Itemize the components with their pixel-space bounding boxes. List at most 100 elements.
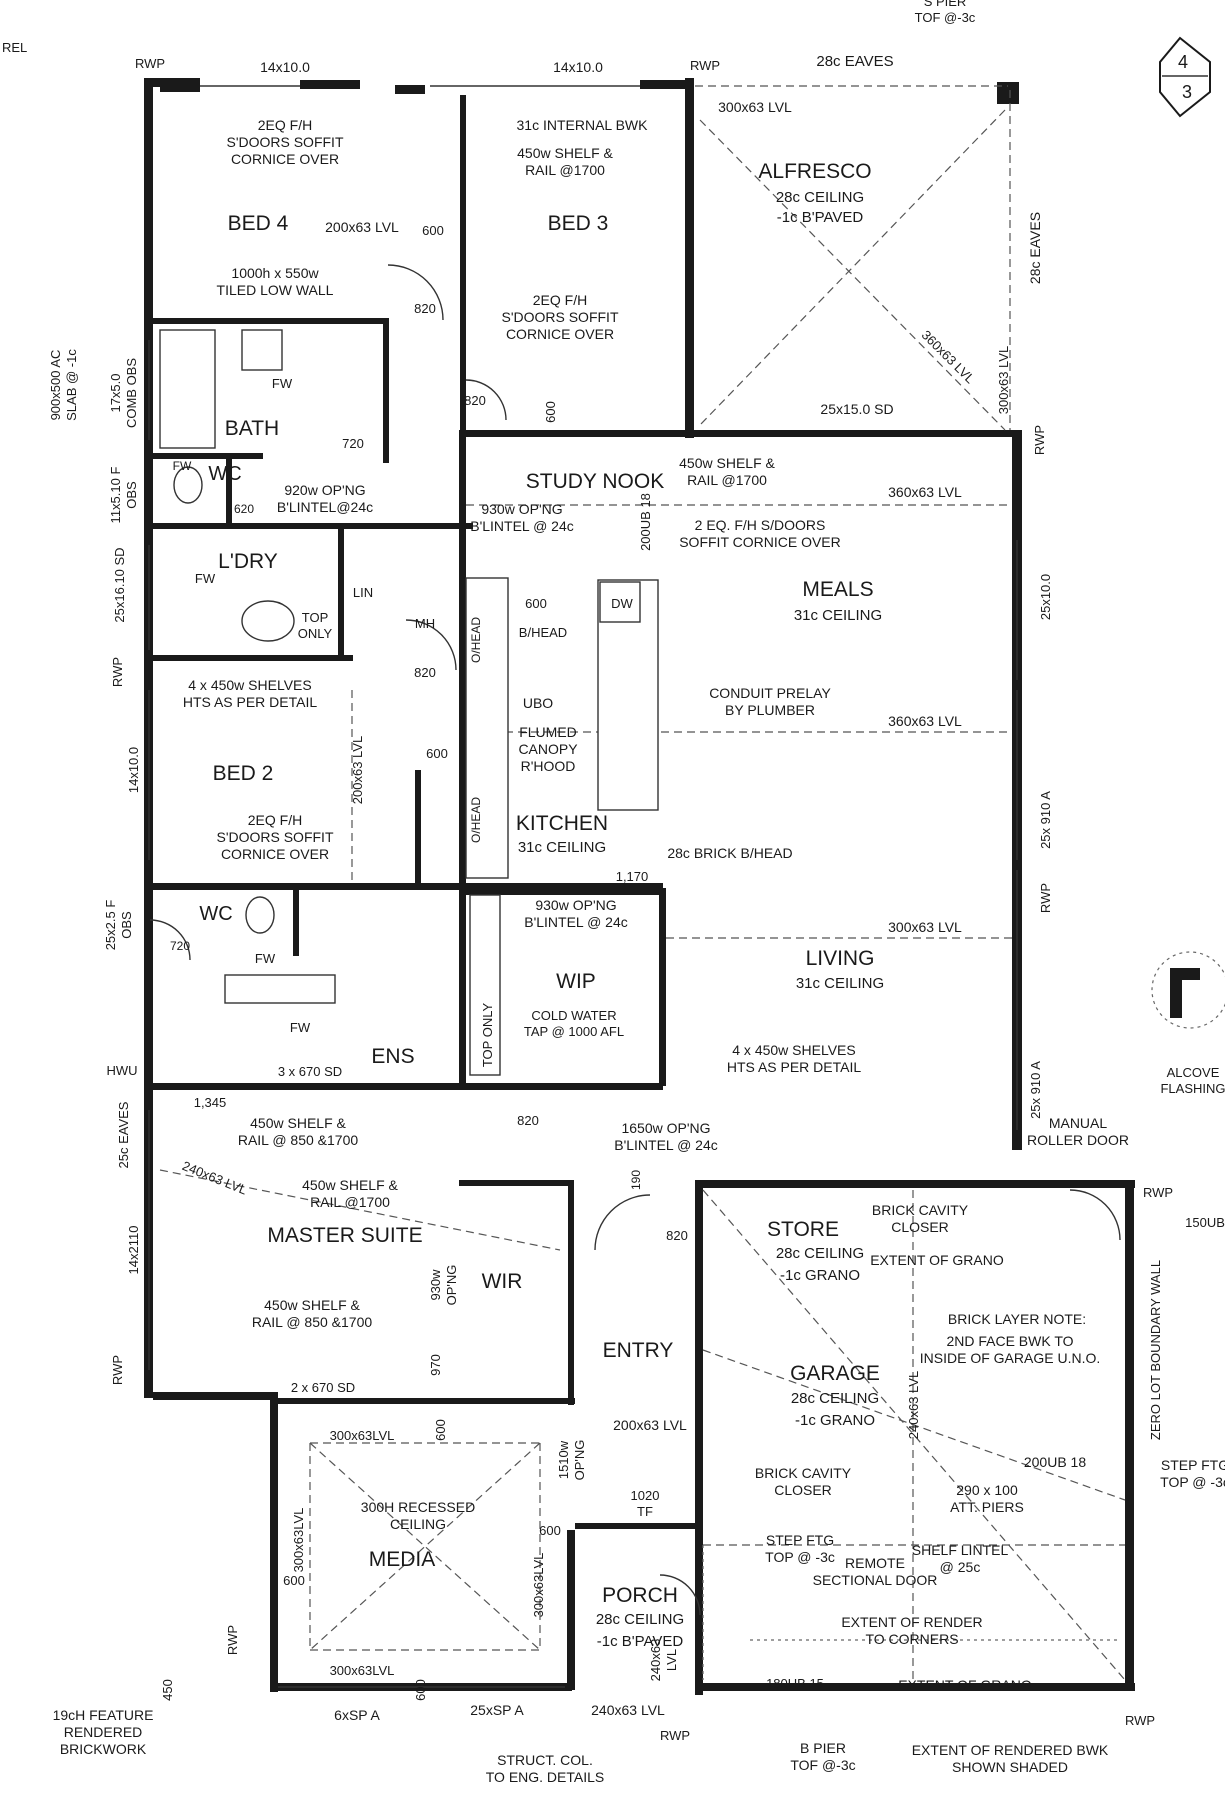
label-notes-master-sd: 2 x 670 SD [291,1380,355,1395]
label-notes-mh: MH [415,616,435,631]
label-notes-d600d: 600 [426,746,448,761]
label-notes-media-lvl-top: 300x63LVL [330,1428,395,1443]
label-rooms-bath-name: BATH [225,417,279,440]
label-notes-d820c: 820 [414,665,436,680]
label-notes-d820a: 820 [414,301,436,316]
label-notes-rwp-bottom-r: RWP [1125,1713,1155,1728]
label-top-rwp-top-mid: RWP [690,58,720,73]
label-notes-rwp-right1: RWP [1032,425,1047,455]
label-notes-win-living2: 25x 910 A [1028,1061,1043,1119]
label-notes-brick-note-title: BRICK LAYER NOTE: [948,1311,1086,1327]
label-rooms-wir-name: WIR [482,1270,523,1293]
label-notes-fw-ens: FW [290,1020,311,1035]
label-notes-fw-wc2: FW [255,951,276,966]
label-notes-slab: 900x500 ACSLAB @ -1c [48,349,79,421]
label-rooms-alfresco-sub1: 28c CEILING [776,189,864,206]
label-rooms-ens-name: ENS [371,1045,414,1068]
label-notes-lin: LIN [353,585,373,600]
label-notes-bed2-lvl: 200x63 LVL [350,736,365,804]
label-notes-d600h: 600 [413,1679,428,1701]
label-notes-ub150: 150UB [1185,1215,1225,1230]
label-notes-eaves-right: 28c EAVES [1027,212,1043,284]
label-notes-rwp-right2: RWP [1038,883,1053,913]
label-notes-hwu: HWU [106,1063,137,1078]
label-notes-grano-ext2: EXTENT OF GRANO [898,1677,1032,1693]
label-rooms-porch-sub2: -1c B'PAVED [597,1633,684,1650]
label-notes-win-living1: 25x 910 A [1038,791,1053,849]
label-notes-internal-bwk: 31c INTERNAL BWK [517,117,649,133]
label-notes-ub180: 180UB 15 [766,1676,824,1691]
label-notes-master-shelf2: 450w SHELF &RAIL @1700 [302,1177,398,1210]
walls [144,78,1135,1695]
label-notes-study-beam: 200UB 18 [638,493,653,551]
label-rooms-media-name: MEDIA [369,1548,436,1571]
label-top-win-bed4: 14x10.0 [260,59,310,75]
label-rooms-wip-name: WIP [556,970,596,993]
label-notes-d450: 450 [160,1679,175,1701]
label-rooms-garage-sub1: 28c CEILING [791,1390,879,1407]
label-notes-porch-lvl2: 240x63LVL [648,1639,679,1682]
label-notes-d600g: 600 [283,1573,305,1588]
label-notes-shelf-lintel: SHELF LINTEL@ 25c [912,1542,1009,1575]
label-notes-rwp-garage: RWP [1143,1185,1173,1200]
label-notes-d720a: 720 [342,436,364,451]
label-rooms-kitchen-name: KITCHEN [516,812,608,835]
thin-lines [148,85,1126,1688]
label-notes-media-lvl-right: 300x63LVL [531,1553,546,1618]
label-rooms-study-name: STUDY NOOK [526,470,664,493]
label-notes-ohead1: O/HEAD [469,617,483,663]
label-notes-ens-sd: 3 x 670 SD [278,1064,342,1079]
label-rooms-ldry-name: L'DRY [218,550,278,573]
section-marker-bottom: 3 [1182,82,1192,102]
label-rooms-alfresco-name: ALFRESCO [758,160,871,183]
label-notes-win-ldry: 25x16.10 SD [112,547,127,622]
label-rooms-garage-name: GARAGE [790,1362,880,1385]
label-rooms-living-name: LIVING [806,947,875,970]
label-rooms-garage-sub2: -1c GRANO [795,1412,875,1429]
label-rooms-store-sub2: -1c GRANO [780,1267,860,1284]
section-marker: 4 3 [1159,36,1211,118]
label-notes-d820e: 820 [666,1228,688,1243]
label-notes-bed4-lvl: 200x63 LVL [325,219,399,235]
label-notes-rwp-bottom: RWP [660,1728,690,1743]
label-notes-fw-bath: FW [272,376,293,391]
label-rooms-living-sub1: 31c CEILING [796,975,884,992]
label-notes-d600f: 600 [539,1523,561,1538]
label-notes-alf-right-lvl: 300x63 LVL [996,346,1011,414]
label-notes-master-lvl: 240x63 LVL [180,1158,249,1198]
label-notes-ubo: UBO [523,695,553,711]
label-notes-win-porch: 25xSP A [470,1702,524,1718]
label-notes-win-bed2: 14x10.0 [126,747,141,793]
label-notes-win-master: 14x2110 [126,1226,141,1275]
label-rooms-master-name: MASTER SUITE [267,1224,422,1247]
label-rooms-store-sub1: 28c CEILING [776,1245,864,1262]
label-rooms-porch-name: PORCH [602,1584,678,1607]
label-notes-garage-beam: 200UB 18 [1024,1454,1086,1470]
label-notes-win-wc: 11x5.10 FOBS [108,467,139,524]
label-notes-master-shelf3: 450w SHELF &RAIL @ 850 &1700 [252,1297,373,1330]
label-notes-rwp-left4: RWP [225,1625,240,1655]
label-notes-d820b: 820 [464,393,486,408]
label-notes-win-ens: 25x2.5 FOBS [103,900,134,951]
